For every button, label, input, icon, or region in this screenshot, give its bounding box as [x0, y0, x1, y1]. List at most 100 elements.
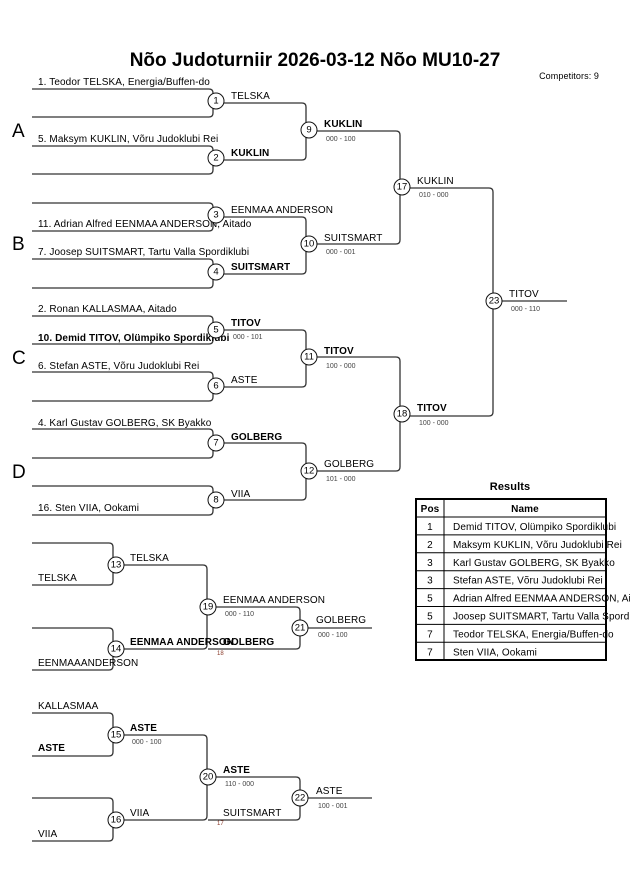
match-winner: GOLBERG [231, 432, 282, 443]
match-winner: ASTE [231, 375, 258, 386]
match-number-circle [291, 619, 309, 637]
match-number-circle [207, 377, 225, 395]
match-number: 11 [304, 352, 314, 363]
results-pos: 5 [427, 612, 433, 623]
match-number: 1 [213, 96, 218, 107]
match-score: 000 - 100 [318, 632, 348, 639]
entry-name: TELSKA [38, 573, 77, 584]
match-score: 101 - 000 [326, 476, 356, 483]
entry-name: 2. Ronan KALLASMAA, Aitado [38, 304, 177, 315]
match-number: 18 [397, 409, 408, 420]
page-title: Nõo Judoturniir 2026-03-12 Nõo MU10-27 [130, 50, 501, 71]
bracket-line [32, 88, 214, 118]
entry-name: 16. Sten VIIA, Ookami [38, 503, 139, 514]
results-name: Stefan ASTE, Võru Judoklubi Rei [453, 576, 603, 587]
match-winner: TELSKA [231, 91, 270, 102]
entry-name: VIIA [38, 829, 58, 840]
match-winner: SUITSMART [324, 233, 383, 244]
match-score: 000 - 101 [233, 334, 263, 341]
match-number-circle [485, 292, 503, 310]
results-row: 7 Sten VIIA, Ookami [427, 647, 537, 658]
match-number-circle [291, 789, 309, 807]
bracket-line [32, 428, 214, 459]
results-name: Maksym KUKLIN, Võru Judoklubi Rei [453, 540, 622, 551]
match-winner: ASTE [130, 723, 157, 734]
match-number-circle [107, 811, 125, 829]
match-number: 16 [111, 815, 122, 826]
results-pos: 7 [427, 629, 433, 640]
results-pos: 3 [427, 576, 433, 587]
match-winner: TELSKA [130, 553, 169, 564]
match-winner: EENMAA ANDERSON [223, 595, 325, 606]
results-pos: 2 [427, 540, 433, 551]
match-winner: GOLBERG [324, 459, 374, 470]
match-winner: EENMAA ANDERSON [130, 637, 234, 648]
match-score: 000 - 001 [326, 249, 356, 256]
match-number: 19 [203, 602, 214, 613]
match-number-circle [107, 640, 125, 658]
bracket-line [32, 371, 214, 402]
match-winner: ASTE [223, 765, 250, 776]
match-winner: TITOV [231, 318, 261, 329]
entry-name: 5. Maksym KUKLIN, Võru Judoklubi Rei [38, 134, 218, 145]
match-score: 000 - 100 [326, 136, 356, 143]
match-number-circle [300, 348, 318, 366]
repechage-entrant: GOLBERG [223, 637, 274, 648]
group-label-c: C [12, 348, 26, 369]
bracket-line [309, 356, 401, 472]
match-winner: TITOV [417, 403, 447, 414]
results-name: Sten VIIA, Ookami [453, 647, 537, 658]
match-number: 17 [397, 182, 408, 193]
match-number-circle [199, 768, 217, 786]
match-number: 9 [306, 125, 311, 136]
match-score: 100 - 000 [419, 420, 449, 427]
match-winner: SUITSMART [231, 262, 290, 273]
match-score: 100 - 000 [326, 363, 356, 370]
match-number-circle [199, 598, 217, 616]
entry-name: 7. Joosep SUITSMART, Tartu Valla Spordik… [38, 247, 249, 258]
match-number-circle [300, 462, 318, 480]
entry-name: 1. Teodor TELSKA, Energia/Buffen-do [38, 77, 210, 88]
match-number-circle [207, 263, 225, 281]
match-number-circle [207, 206, 225, 224]
match-number-circle [393, 178, 411, 196]
competitors-count: Competitors: 9 [539, 71, 599, 81]
match-score: 000 - 100 [132, 739, 162, 746]
match-winner: ASTE [316, 786, 343, 797]
results-pos: 7 [427, 647, 433, 658]
entry-name: KALLASMAA [38, 701, 99, 712]
match-score: 010 - 000 [419, 192, 449, 199]
match-number: 12 [304, 466, 315, 477]
match-winner: KUKLIN [231, 148, 269, 159]
match-number: 5 [213, 325, 218, 336]
match-number-circle [207, 321, 225, 339]
results-row: 5 Joosep SUITSMART, Tartu Valla Spordiklu… [427, 612, 630, 623]
entry-name: 11. Adrian Alfred EENMAA ANDERSON, Aitad… [38, 219, 252, 230]
match-number: 15 [111, 730, 122, 741]
match-winner: VIIA [130, 808, 150, 819]
match-number-circle [207, 92, 225, 110]
match-number: 20 [203, 772, 214, 783]
match-score: 100 - 001 [318, 803, 348, 810]
results-pos: 3 [427, 558, 433, 569]
match-number-circle [393, 405, 411, 423]
source-match-number: 17 [217, 821, 224, 827]
match-number: 7 [213, 438, 218, 449]
results-name: Joosep SUITSMART, Tartu Valla Spordiklub… [453, 612, 630, 623]
bracket-line [309, 130, 401, 245]
group-label-b: B [12, 234, 25, 255]
bracket-line [216, 442, 307, 501]
match-number: 14 [111, 644, 122, 655]
entry-name: 4. Karl Gustav GOLBERG, SK Byakko [38, 418, 212, 429]
match-number: 13 [111, 560, 122, 571]
match-winner: KUKLIN [417, 176, 454, 187]
final-winner: TITOV [509, 289, 539, 300]
results-name: Demid TITOV, Olümpiko Spordiklubi [453, 522, 616, 533]
entry-name: 6. Stefan ASTE, Võru Judoklubi Rei [38, 361, 199, 372]
results-header-name: Name [511, 504, 539, 515]
results-name: Karl Gustav GOLBERG, SK Byakko [453, 558, 615, 569]
